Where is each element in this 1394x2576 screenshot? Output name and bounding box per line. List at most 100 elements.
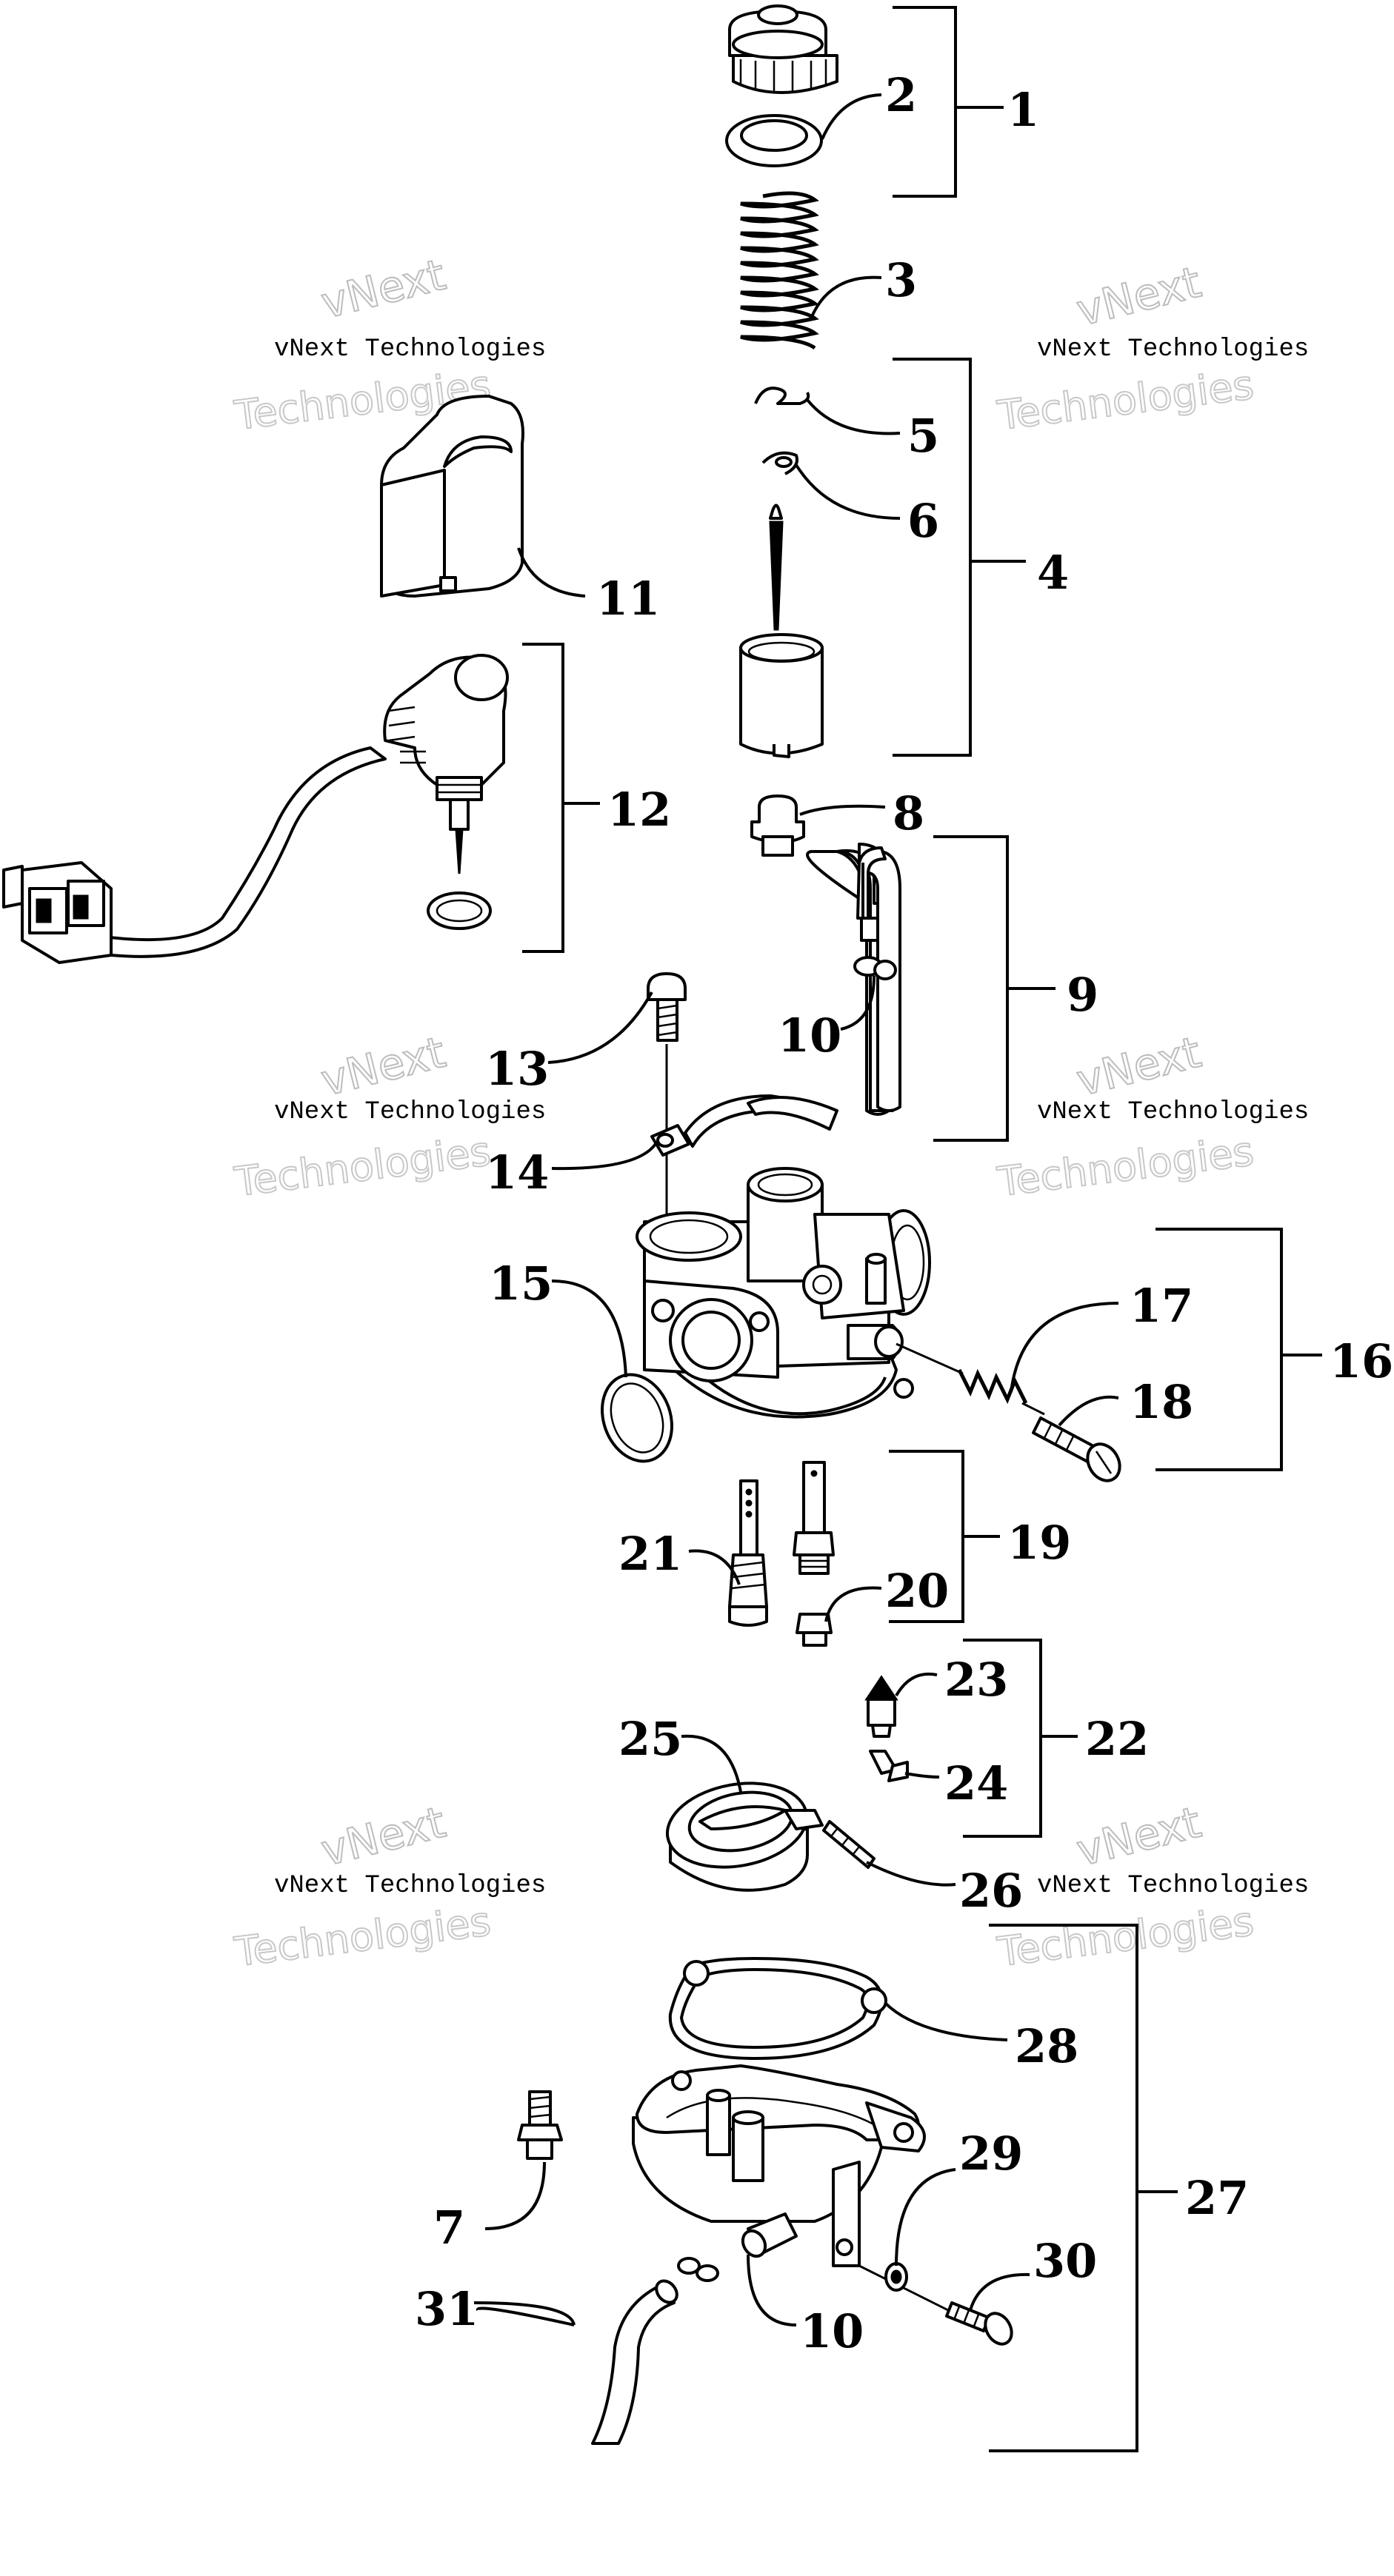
callout-20: 20 xyxy=(885,1564,949,1618)
callout-18: 18 xyxy=(1130,1375,1193,1429)
leader-11 xyxy=(517,547,586,598)
callout-15: 15 xyxy=(489,1257,553,1311)
clamp-icon xyxy=(650,1094,838,1157)
leader-13 xyxy=(547,991,653,1064)
bracket-22 xyxy=(963,1639,1042,1838)
callout-13: 13 xyxy=(485,1042,549,1096)
needle-clip-icon xyxy=(869,1750,909,1782)
leader-20 xyxy=(824,1586,882,1622)
callout-22: 22 xyxy=(1085,1712,1149,1766)
callout-7: 7 xyxy=(433,2201,465,2255)
hose-clip-icon xyxy=(853,956,897,980)
idle-axis-2 xyxy=(1021,1402,1045,1416)
callout-19: 19 xyxy=(1007,1516,1071,1570)
leader-7 xyxy=(484,2161,546,2230)
watermark-text: vNext Technologies xyxy=(1037,1872,1309,1900)
nut-icon xyxy=(796,1613,833,1647)
callout-17: 17 xyxy=(1130,1279,1193,1333)
callout-16: 16 xyxy=(1330,1334,1393,1388)
pilot-jet-icon xyxy=(728,1479,768,1627)
callout-30: 30 xyxy=(1033,2234,1097,2288)
callout-25: 25 xyxy=(618,1712,682,1766)
watermark-low-left: vNext vNext Technologies Technologies xyxy=(231,1796,546,1976)
leader-5 xyxy=(806,398,901,435)
spring-icon xyxy=(740,191,819,350)
bowl-screw-icon xyxy=(945,2301,1013,2346)
float-needle-icon xyxy=(864,1675,898,1738)
leader-24 xyxy=(904,1772,940,1779)
clip-icon xyxy=(754,387,810,405)
bracket-9 xyxy=(933,835,1009,1142)
leader-17 xyxy=(1010,1302,1119,1393)
leader-21 xyxy=(688,1549,741,1585)
watermark-mid-right: vNext vNext Technologies Technologies xyxy=(994,1026,1309,1206)
callout-24: 24 xyxy=(944,1756,1008,1810)
cap-icon xyxy=(728,4,838,94)
screw-icon xyxy=(647,972,687,1042)
watermark-vnext: vNext xyxy=(1072,257,1206,336)
watermark-text: vNext Technologies xyxy=(274,335,546,364)
watermark-top-right: vNext vNext Technologies Technologies xyxy=(994,256,1309,440)
bracket-16 xyxy=(1155,1228,1283,1471)
leader-8 xyxy=(799,804,886,816)
watermark-vnext: vNext xyxy=(316,1027,450,1106)
callout-10b: 10 xyxy=(800,2304,864,2358)
watermark-vnext: vNext xyxy=(316,1797,450,1876)
callout-27: 27 xyxy=(1185,2171,1249,2225)
watermark-vnext: vNext xyxy=(1072,1027,1206,1106)
callout-8: 8 xyxy=(893,786,924,840)
leader-3 xyxy=(810,275,882,319)
callout-10a: 10 xyxy=(778,1008,841,1063)
leader-26 xyxy=(866,1861,956,1887)
float-bowl-icon xyxy=(632,2064,926,2267)
callout-3: 3 xyxy=(885,253,917,307)
leader-29 xyxy=(895,2168,956,2266)
leader-31 xyxy=(476,2306,575,2326)
callout-28: 28 xyxy=(1015,2019,1078,2073)
callout-1: 1 xyxy=(1007,83,1039,137)
o-ring-icon xyxy=(600,1373,674,1463)
main-jet-icon xyxy=(793,1461,835,1575)
callout-4: 4 xyxy=(1037,546,1069,600)
e-clip-icon xyxy=(761,451,798,475)
leader-2 xyxy=(821,93,882,140)
idle-screw-icon xyxy=(1032,1416,1121,1482)
bracket-4 xyxy=(893,358,972,757)
leader-31b xyxy=(473,2301,576,2326)
watermark-technologies: Technologies xyxy=(995,1898,1256,1976)
callout-14: 14 xyxy=(485,1145,549,1200)
leader-30 xyxy=(969,2272,1030,2311)
idle-axis xyxy=(896,1342,964,1375)
leader-28 xyxy=(884,2001,1008,2041)
watermark-vnext: vNext xyxy=(316,250,450,329)
watermark-technologies: Technologies xyxy=(232,1898,493,1976)
carb-body-icon xyxy=(636,1167,931,1419)
watermark-text: vNext Technologies xyxy=(274,1098,546,1126)
bracket-12 xyxy=(522,643,564,953)
callout-23: 23 xyxy=(944,1653,1008,1707)
hose-icon xyxy=(806,843,901,1116)
washer-icon xyxy=(725,114,823,167)
leader-23 xyxy=(895,1672,938,1697)
callout-21: 21 xyxy=(618,1527,682,1581)
bracket-27 xyxy=(989,1924,1138,2452)
choke-cover-icon xyxy=(380,395,524,598)
callout-6: 6 xyxy=(907,494,939,548)
choke-unit-icon xyxy=(2,654,509,964)
callout-26: 26 xyxy=(959,1864,1023,1918)
float-icon xyxy=(665,1782,824,1892)
nut-icon xyxy=(750,794,805,857)
hose-clip-icon xyxy=(677,2257,719,2282)
washer-icon xyxy=(884,2262,908,2292)
callout-29: 29 xyxy=(959,2127,1023,2181)
leader-14 xyxy=(551,1143,657,1171)
watermark-text: vNext Technologies xyxy=(1037,1098,1309,1126)
bowl-gasket-icon xyxy=(668,1957,887,2060)
callout-11: 11 xyxy=(596,572,660,626)
watermark-technologies: Technologies xyxy=(995,361,1256,439)
drain-hose-icon xyxy=(591,2279,678,2445)
callout-9: 9 xyxy=(1067,968,1098,1022)
watermark-text: vNext Technologies xyxy=(274,1872,546,1900)
watermark-vnext: vNext xyxy=(1072,1797,1206,1876)
needle-icon xyxy=(769,504,784,631)
